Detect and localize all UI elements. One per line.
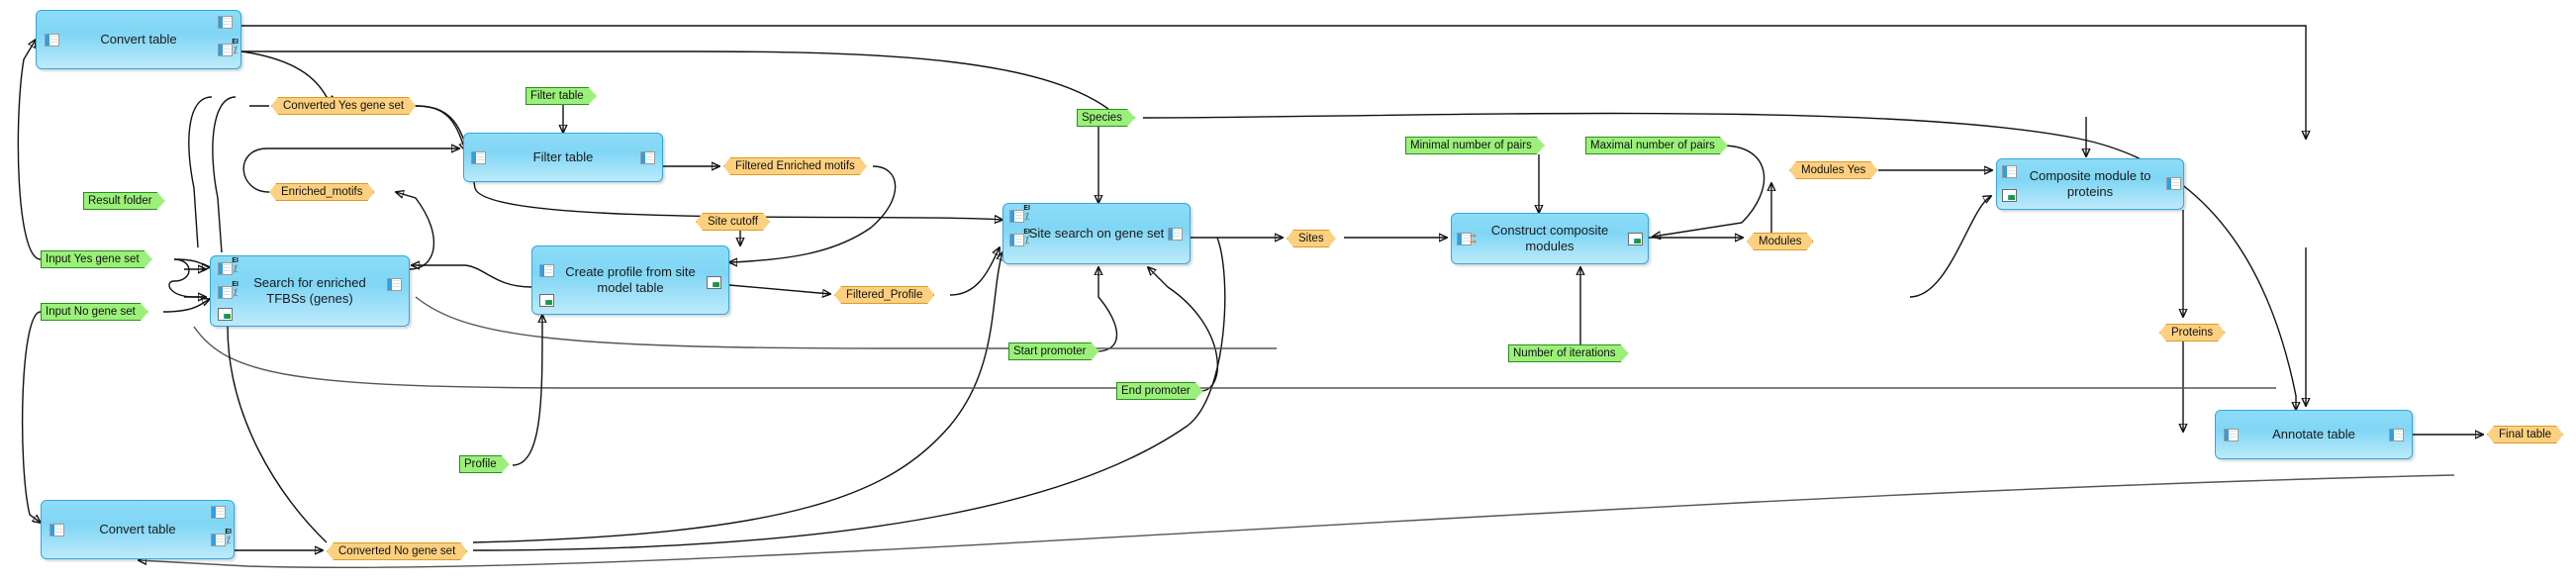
table-port-icon[interactable] — [2002, 165, 2017, 178]
task-label: Annotate table — [2272, 426, 2355, 441]
task-convert-table-bottom[interactable]: Convert table EI⁒ — [41, 500, 235, 559]
data-node-label: Filtered Enriched motifs — [735, 160, 855, 172]
table-expression-port-icon[interactable] — [45, 34, 59, 47]
data-node-converted-no-gene-set[interactable]: Converted No gene set — [327, 542, 467, 560]
param-node-label: Input Yes gene set — [46, 253, 140, 265]
param-node-number-of-iterations[interactable]: Number of iterations — [1508, 344, 1629, 362]
param-node-label: Result folder — [88, 195, 152, 207]
param-node-species[interactable]: Species — [1077, 109, 1135, 127]
data-node-label: Proteins — [2171, 327, 2214, 339]
transform-port-icon[interactable]: ➞➞ — [1457, 232, 1477, 246]
table-expression-port-icon[interactable]: EI⁒ — [218, 257, 239, 275]
data-node-converted-yes-gene-set[interactable]: Converted Yes gene set — [271, 97, 416, 115]
param-node-label: Filter table — [530, 90, 584, 102]
table-port-icon[interactable] — [211, 506, 226, 519]
param-node-result-folder[interactable]: Result folder — [83, 192, 165, 210]
param-node-label: Minimal number of pairs — [1410, 140, 1532, 151]
track-port-icon[interactable] — [218, 308, 233, 321]
track-port-icon[interactable] — [707, 276, 721, 289]
data-node-label: Sites — [1298, 233, 1324, 244]
data-node-label: Final table — [2499, 429, 2552, 440]
table-port-icon[interactable] — [2389, 429, 2404, 441]
param-node-label: Input No gene set — [46, 306, 136, 318]
data-node-modules-yes[interactable]: Modules Yes — [1789, 161, 1877, 179]
param-node-minimal-number-of-pairs[interactable]: Minimal number of pairs — [1405, 137, 1545, 154]
param-node-start-promoter[interactable]: Start promoter — [1008, 342, 1099, 360]
data-node-label: Site cutoff — [708, 216, 758, 228]
data-node-label: Enriched_motifs — [281, 186, 363, 198]
data-node-filtered-profile[interactable]: Filtered_Profile — [834, 286, 934, 304]
table-port-icon[interactable] — [539, 264, 554, 277]
param-node-label: Species — [1082, 112, 1122, 124]
task-annotate-table[interactable]: Annotate table — [2215, 410, 2413, 459]
table-port-icon[interactable] — [387, 278, 402, 291]
param-node-label: End promoter — [1121, 385, 1191, 397]
table-port-icon[interactable] — [471, 151, 486, 164]
data-node-sites[interactable]: Sites — [1287, 230, 1336, 247]
table-port-icon[interactable] — [1168, 228, 1183, 241]
task-composite-module-to-proteins[interactable]: Composite module to proteins — [1996, 158, 2184, 210]
param-node-label: Maximal number of pairs — [1590, 140, 1715, 151]
data-node-site-cutoff[interactable]: Site cutoff — [696, 213, 770, 231]
data-node-proteins[interactable]: Proteins — [2159, 324, 2225, 341]
data-node-modules[interactable]: Modules — [1747, 233, 1813, 250]
task-create-profile[interactable]: Create profile from site model table — [531, 245, 729, 315]
table-port-icon[interactable] — [2166, 177, 2181, 190]
param-node-input-yes-gene-set[interactable]: Input Yes gene set — [41, 250, 152, 268]
table-expression-port-icon[interactable]: EI⁒ — [218, 39, 239, 56]
table-port-icon[interactable] — [218, 16, 233, 29]
table-expression-port-icon[interactable]: EI⁒ — [1009, 205, 1030, 223]
task-label: Search for enriched TFBSs (genes) — [253, 274, 366, 306]
data-node-label: Converted No gene set — [338, 545, 456, 557]
task-convert-table-top[interactable]: Convert table EI⁒ — [36, 10, 241, 69]
data-node-enriched-motifs[interactable]: Enriched_motifs — [269, 183, 374, 201]
task-site-search[interactable]: Site search on gene set EI⁒ EI⁒ — [1002, 203, 1191, 264]
task-search-enriched-tfbs[interactable]: Search for enriched TFBSs (genes) EI⁒ EI… — [210, 255, 410, 327]
table-expression-port-icon[interactable]: EI⁒ — [1009, 229, 1030, 246]
table-expression-port-icon[interactable]: EI⁒ — [218, 281, 239, 299]
data-node-label: Converted Yes gene set — [283, 100, 405, 112]
param-node-label: Number of iterations — [1513, 347, 1616, 359]
data-node-label: Modules Yes — [1801, 164, 1866, 176]
task-filter-table[interactable]: Filter table — [463, 133, 663, 182]
track-port-icon[interactable] — [1628, 233, 1643, 245]
task-label: Composite module to proteins — [2029, 167, 2151, 199]
table-port-icon[interactable] — [640, 151, 655, 164]
table-expression-port-icon[interactable]: EI⁒ — [211, 529, 232, 546]
task-label: Filter table — [532, 148, 594, 164]
data-node-label: Modules — [1759, 236, 1802, 247]
task-label: Convert table — [100, 31, 177, 47]
data-node-label: Filtered_Profile — [846, 289, 923, 301]
param-node-label: Start promoter — [1013, 345, 1087, 357]
param-node-end-promoter[interactable]: End promoter — [1116, 382, 1203, 400]
data-node-final-table[interactable]: Final table — [2487, 426, 2563, 443]
param-node-input-no-gene-set[interactable]: Input No gene set — [41, 303, 148, 321]
track-port-icon[interactable] — [539, 294, 554, 307]
param-node-profile[interactable]: Profile — [459, 455, 510, 473]
task-label: Create profile from site model table — [565, 263, 696, 295]
table-port-icon[interactable] — [2224, 429, 2239, 441]
param-node-label: Profile — [464, 458, 497, 470]
track-port-icon[interactable] — [2002, 189, 2017, 202]
task-label: Convert table — [99, 521, 176, 536]
task-label: Site search on gene set — [1028, 225, 1165, 241]
task-label: Construct composite modules — [1490, 222, 1609, 253]
task-construct-composite-modules[interactable]: Construct composite modules ➞➞ — [1451, 213, 1649, 264]
param-node-maximal-number-of-pairs[interactable]: Maximal number of pairs — [1585, 137, 1728, 154]
param-node-filter-table[interactable]: Filter table — [525, 87, 597, 105]
data-node-filtered-enriched-motifs[interactable]: Filtered Enriched motifs — [723, 157, 867, 175]
table-port-icon[interactable] — [49, 524, 64, 536]
